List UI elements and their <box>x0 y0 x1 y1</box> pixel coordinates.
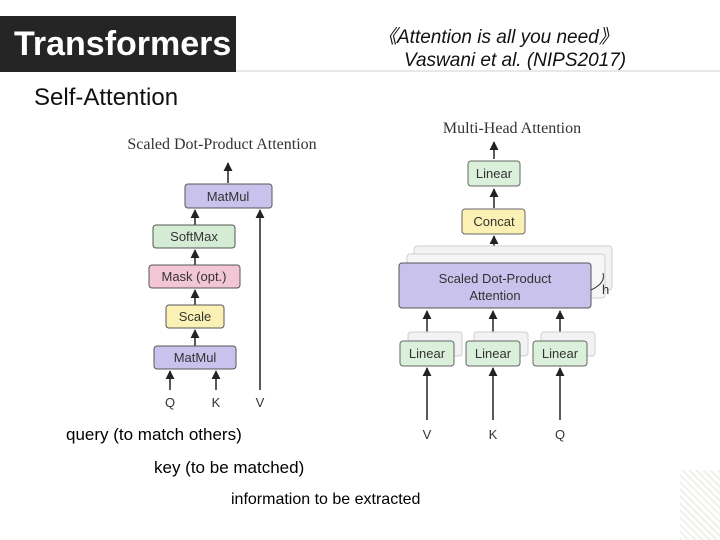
multi-head-attention-diagram: Multi-Head Attention Linear Concat Scale… <box>398 120 613 442</box>
header-divider <box>236 70 720 72</box>
softmax-label: SoftMax <box>170 229 218 244</box>
right-diagram-title: Multi-Head Attention <box>443 120 581 137</box>
concat-label: Concat <box>473 214 515 229</box>
matmul-bottom-block <box>153 345 237 370</box>
matmul-top-block <box>184 183 273 209</box>
linear3-block <box>532 340 588 367</box>
scaled-dot-product-diagram: Scaled Dot-Product Attention MatMul Soft… <box>127 136 316 410</box>
paper-title: 《Attention is all you need》 <box>378 27 618 48</box>
linear2-label: Linear <box>475 346 512 361</box>
heads-label: h <box>602 282 609 297</box>
sdpa-block <box>398 262 592 309</box>
matmul-bottom-label: MatMul <box>174 350 217 365</box>
concat-block <box>461 208 526 235</box>
linear3-label: Linear <box>542 346 579 361</box>
slide-title: Transformers <box>0 16 236 72</box>
paper-authors: Vaswani et al. (NIPS2017) <box>404 50 627 71</box>
matmul-top-label: MatMul <box>207 189 250 204</box>
scale-block <box>165 304 225 329</box>
linear-top-block <box>467 160 521 187</box>
section-title: Self-Attention <box>34 84 179 111</box>
note-key: key (to be matched) <box>154 458 305 477</box>
softmax-block <box>152 224 236 249</box>
linear-top-label: Linear <box>476 166 513 181</box>
corner-decoration <box>680 470 720 540</box>
scale-label: Scale <box>179 309 212 324</box>
left-diagram-title: Scaled Dot-Product Attention <box>127 136 316 153</box>
sdpa-label-line2: Attention <box>469 288 520 303</box>
linear1-label: Linear <box>409 346 446 361</box>
sdpa-label-line1: Scaled Dot-Product <box>439 271 552 286</box>
mask-label: Mask (opt.) <box>161 269 226 284</box>
input-k-right: K <box>489 427 498 442</box>
input-k-left: K <box>212 395 221 410</box>
input-v-right: V <box>423 427 432 442</box>
heads-bracket <box>590 272 604 291</box>
input-v-left: V <box>256 395 265 410</box>
input-q-left: Q <box>165 395 175 410</box>
linear1-block <box>399 340 455 367</box>
mask-block <box>148 264 241 289</box>
linear2-block <box>465 340 521 367</box>
input-q-right: Q <box>555 427 565 442</box>
note-value: information to be extracted <box>231 491 421 508</box>
note-query: query (to match others) <box>66 425 242 444</box>
